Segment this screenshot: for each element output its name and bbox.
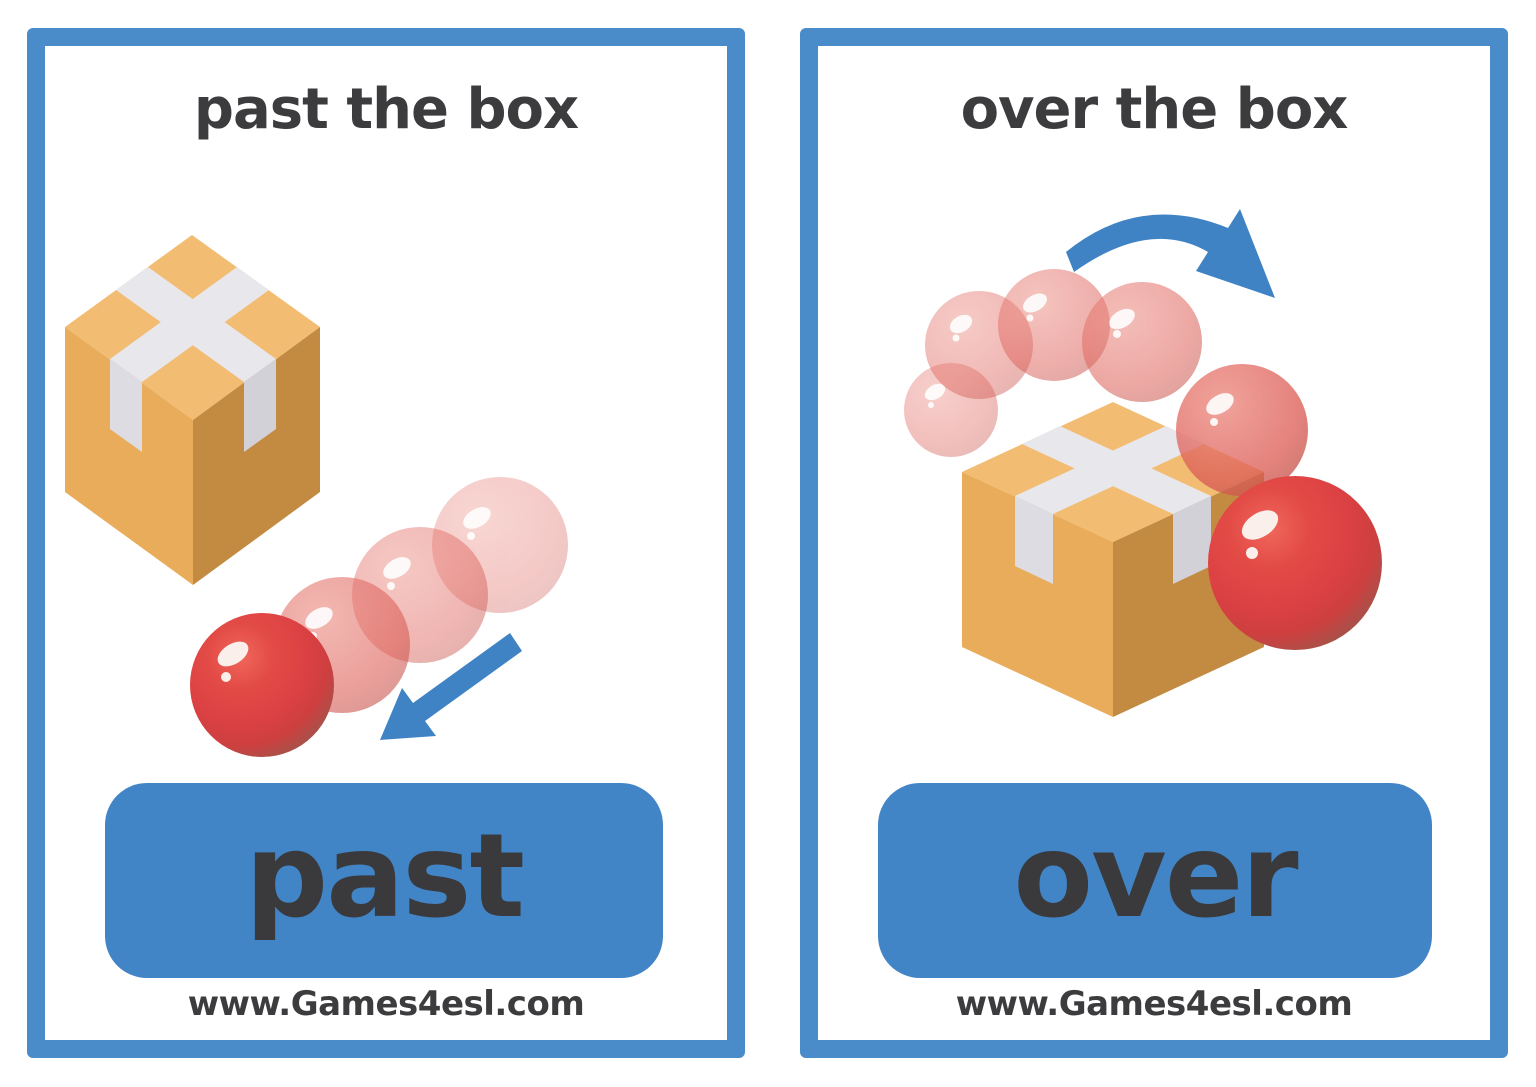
card-title: over the box [960, 77, 1349, 142]
website-url: www.Games4esl.com [187, 984, 585, 1024]
curved-arrow-icon [1066, 209, 1275, 298]
flashcard-over: over the box [800, 28, 1508, 1058]
preposition-word: over [1013, 809, 1298, 944]
motion-arrow-icon [380, 633, 522, 740]
ball-trail [904, 269, 1308, 496]
flashcard-past: past the box [27, 28, 745, 1058]
word-panel: over [878, 783, 1432, 978]
preposition-word: past [245, 809, 525, 944]
word-panel: past [105, 783, 663, 978]
over-the-box-illustration [904, 209, 1382, 717]
red-ball-icon [190, 613, 334, 757]
red-ball-icon [1208, 476, 1382, 650]
card-title: past the box [193, 77, 579, 142]
website-url: www.Games4esl.com [955, 984, 1353, 1024]
ball-trail [274, 477, 568, 713]
cardboard-box-icon [65, 235, 320, 585]
cardboard-box-icon [962, 402, 1264, 717]
past-the-box-illustration [65, 235, 568, 757]
